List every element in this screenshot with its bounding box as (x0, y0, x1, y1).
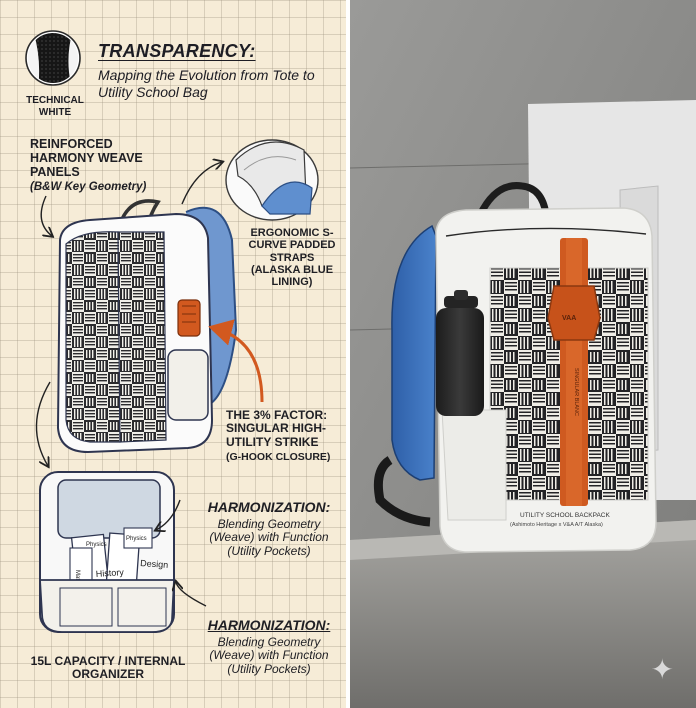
curved-arrow-icon (35, 162, 222, 607)
orange-strike-arrow-icon (208, 319, 264, 403)
strap-text: SINGULAR BLANC (573, 368, 579, 416)
bag-label-line1: UTILITY SCHOOL BACKPACK (520, 512, 610, 519)
page-subtitle: Mapping the Evolution from Tote to Utili… (98, 67, 315, 100)
backpack-photo: VAA SINGULAR BLANC UTILITY SCHOOL BACKPA… (373, 182, 657, 553)
callout-weave: REINFORCED HARMONY WEAVE PANELS (B&W Key… (30, 137, 170, 194)
product-photo: VAA SINGULAR BLANC UTILITY SCHOOL BACKPA… (350, 0, 696, 708)
book-physics-a: Physics (86, 542, 107, 548)
harmonization-1-body: Blending Geometry (Weave) with Function … (209, 516, 329, 558)
callout-factor: THE 3% FACTOR: SINGULAR HIGH-UTILITY STR… (226, 408, 344, 464)
callout-straps-title: ERGONOMIC S-CURVE PADDED STRAPS (248, 227, 336, 264)
callout-weave-title: REINFORCED HARMONY WEAVE PANELS (30, 137, 143, 179)
callout-harmonization-1: HARMONIZATION: Blending Geometry (Weave)… (196, 499, 342, 558)
book-maths: Maths (74, 570, 80, 586)
buckle-text: VAA (562, 315, 576, 322)
organizer-sketch: History Design Physics Physics Maths (39, 471, 175, 633)
callout-straps-sub: (ALASKA BLUE LINING) (250, 263, 334, 289)
callout-factor-title: THE 3% FACTOR: SINGULAR HIGH-UTILITY STR… (226, 408, 328, 449)
harmonization-1-title: HARMONIZATION: (207, 499, 331, 515)
book-history: History (95, 567, 124, 579)
bag-label-line2: (Ashimoto Heritage x V&A A/T Alaska) (510, 522, 603, 528)
photo-scene: VAA SINGULAR BLANC UTILITY SCHOOL BACKPA… (350, 0, 696, 708)
book-physics-b: Physics (126, 536, 147, 542)
strap-detail-inset (225, 139, 319, 221)
callout-capacity: 15L CAPACITY / INTERNAL ORGANIZER (30, 654, 186, 682)
main-backpack-sketch (56, 199, 238, 454)
callout-straps: ERGONOMIC S-CURVE PADDED STRAPS (ALASKA … (246, 227, 338, 289)
harmonization-2-title: HARMONIZATION: (207, 617, 331, 633)
water-bottle (436, 290, 484, 416)
callout-harmonization-2: HARMONIZATION: Blending Geometry (Weave)… (196, 617, 342, 676)
technical-white-swatch (25, 30, 81, 86)
callout-factor-sub: (G-HOOK CLOSURE) (226, 451, 331, 464)
page-title: TRANSPARENCY: (98, 41, 256, 61)
harmonization-2-body: Blending Geometry (Weave) with Function … (209, 634, 329, 676)
bag-label: UTILITY SCHOOL BACKPACK (Ashimoto Herita… (510, 512, 610, 528)
panel-divider (346, 0, 350, 708)
sparkle-icon: ✦ (650, 654, 674, 685)
callout-weave-sub: (B&W Key Geometry) (30, 181, 147, 193)
swatch-label: TECHNICAL WHITE (26, 95, 84, 118)
sketch-sheet: TECHNICAL WHITE TRANSPARENCY: Mapping th… (0, 0, 346, 708)
sketch-drawings: History Design Physics Physics Maths (35, 139, 319, 633)
orange-strap: VAA SINGULAR BLANC (547, 238, 601, 506)
book-design: Design (140, 558, 169, 570)
